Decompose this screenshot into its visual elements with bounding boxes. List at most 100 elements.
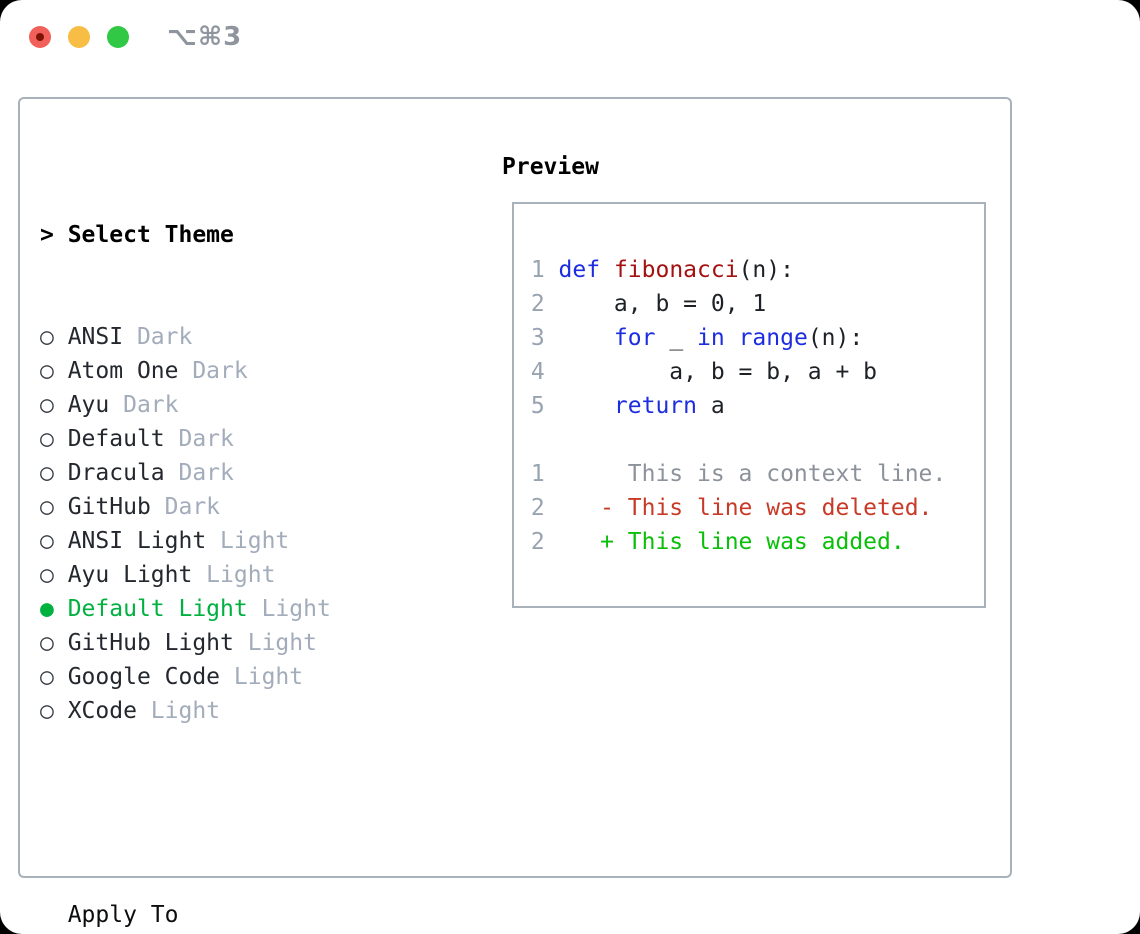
theme-list-item[interactable]: ○ Google Code Light — [40, 660, 428, 694]
preview-header: Preview — [502, 154, 599, 180]
code-token — [559, 393, 614, 419]
radio-unselected-icon: ○ — [40, 528, 68, 554]
code-token: a — [697, 393, 725, 419]
theme-list-item[interactable]: ○ Default Dark — [40, 422, 428, 456]
theme-variant-label: Dark — [164, 460, 234, 486]
code-token: (n): — [738, 257, 794, 283]
radio-unselected-icon: ○ — [40, 698, 68, 724]
code-line: 1 def fibonacci(n): — [517, 253, 984, 287]
theme-variant-label: Light — [233, 630, 317, 656]
code-line: 2 - This line was deleted. — [517, 491, 984, 525]
radio-unselected-icon: ○ — [40, 664, 68, 690]
radio-unselected-icon: ○ — [40, 630, 68, 656]
theme-variant-label: Light — [206, 528, 290, 554]
line-number: 2 — [530, 291, 545, 317]
code-line: 2 + This line was added. — [517, 525, 984, 559]
code-token: return — [613, 393, 698, 419]
apply-to-header: Apply To — [67, 902, 179, 928]
theme-name: Default — [67, 426, 165, 452]
radio-unselected-icon: ○ — [40, 562, 68, 588]
line-number: 3 — [530, 325, 545, 351]
theme-name: GitHub Light — [67, 630, 234, 656]
theme-variant-label: Light — [136, 698, 221, 724]
theme-list-item[interactable]: ○ GitHub Dark — [40, 490, 428, 524]
title-bar: ⌥⌘3 — [0, 0, 1140, 75]
theme-name: Ayu Light — [67, 562, 193, 588]
theme-name: GitHub — [67, 494, 151, 520]
minimize-button[interactable] — [68, 26, 90, 48]
code-token: in — [697, 325, 725, 351]
theme-variant-label: Light — [220, 664, 304, 690]
theme-name: Dracula — [67, 460, 165, 486]
theme-picker-panel: > Select Theme ○ ANSI Dark○ Atom One Dar… — [18, 97, 1012, 928]
radio-unselected-icon: ○ — [40, 494, 68, 520]
code-line: 2 a, b = 0, 1 — [517, 287, 984, 321]
theme-name: ANSI — [67, 324, 124, 350]
code-token: - This line was deleted. — [558, 495, 933, 521]
theme-list-item[interactable]: ○ Ayu Dark — [40, 388, 428, 422]
theme-list-item[interactable]: ○ ANSI Light Light — [40, 524, 428, 558]
theme-list-item[interactable]: ● Default Light Light — [40, 592, 428, 626]
code-line: 3 for _ in range(n): — [517, 321, 984, 355]
line-number: 4 — [530, 359, 545, 385]
code-token: fibonacci — [613, 257, 739, 283]
code-line: 1 This is a context line. — [517, 457, 984, 491]
code-line — [517, 423, 984, 457]
select-theme-header: > Select Theme — [40, 222, 234, 248]
code-token — [725, 325, 739, 351]
code-token — [559, 325, 614, 351]
radio-unselected-icon: ○ — [40, 460, 68, 486]
radio-unselected-icon: ○ — [40, 392, 68, 418]
radio-unselected-icon: ○ — [40, 324, 68, 350]
theme-list-item[interactable]: ○ Ayu Light Light — [40, 558, 428, 592]
line-number: 1 — [530, 257, 545, 283]
radio-unselected-icon: ○ — [40, 358, 68, 384]
code-line: 4 a, b = b, a + b — [517, 355, 984, 389]
theme-variant-label: Dark — [150, 494, 221, 520]
theme-name: Google Code — [67, 664, 221, 690]
code-line: 5 return a — [517, 389, 984, 423]
theme-variant-label: Light — [192, 562, 276, 588]
unsaved-dot-icon — [36, 33, 44, 41]
theme-list-item[interactable]: ○ Atom One Dark — [40, 354, 428, 388]
theme-list-column: > Select Theme ○ ANSI Dark○ Atom One Dar… — [40, 150, 428, 934]
theme-list-item[interactable]: ○ ANSI Dark — [40, 320, 428, 354]
line-number: 2 — [530, 495, 545, 521]
theme-variant-label: Dark — [123, 324, 193, 350]
code-token: def — [558, 257, 601, 283]
line-number: 1 — [530, 461, 545, 487]
code-token: This is a context line. — [558, 461, 947, 487]
radio-selected-icon: ● — [40, 596, 68, 622]
theme-name: Atom One — [67, 358, 179, 384]
code-token — [600, 257, 614, 283]
code-token: a, b = b, a + b — [558, 359, 878, 385]
zoom-button[interactable] — [107, 26, 129, 48]
close-button[interactable] — [29, 26, 51, 48]
code-token: for — [613, 325, 656, 351]
theme-variant-label: Dark — [178, 358, 248, 384]
code-token: range — [738, 325, 808, 351]
theme-list: ○ ANSI Dark○ Atom One Dark○ Ayu Dark○ De… — [40, 320, 428, 728]
theme-list-item[interactable]: ○ GitHub Light Light — [40, 626, 428, 660]
line-number: 2 — [530, 529, 545, 555]
window-title: ⌥⌘3 — [167, 22, 243, 52]
code-token: (n): — [807, 325, 864, 351]
theme-list-item[interactable]: ○ Dracula Dark — [40, 456, 428, 490]
theme-name: XCode — [67, 698, 137, 724]
theme-list-item[interactable]: ○ XCode Light — [40, 694, 428, 728]
theme-name: ANSI Light — [67, 528, 207, 554]
code-token: _ — [655, 325, 698, 351]
code-token: a, b = 0, 1 — [558, 291, 767, 317]
theme-variant-label: Dark — [164, 426, 234, 452]
radio-unselected-icon: ○ — [40, 426, 68, 452]
spacer — [40, 796, 428, 830]
theme-variant-label: Light — [247, 596, 331, 622]
focus-caret-icon: > — [40, 222, 68, 248]
code-token: + This line was added. — [558, 529, 905, 555]
theme-variant-label: Dark — [109, 392, 179, 418]
theme-name: Default Light — [67, 596, 248, 622]
theme-name: Ayu — [67, 392, 110, 418]
